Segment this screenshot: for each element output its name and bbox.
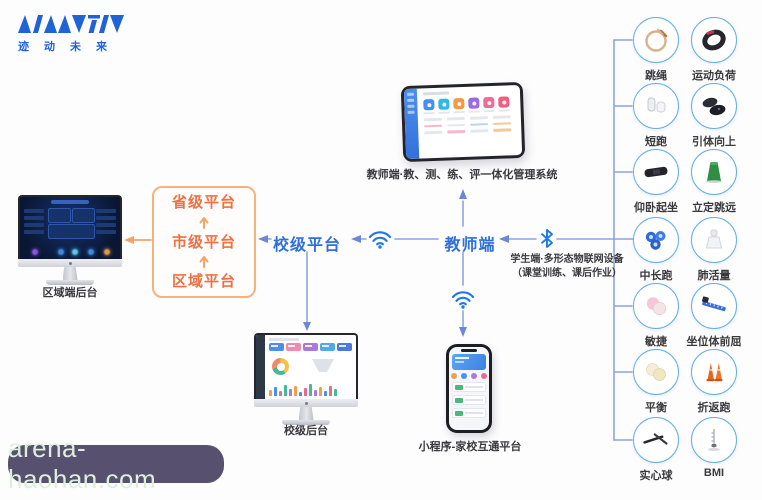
device-label: 折返跑 [697, 402, 731, 414]
device-label: 肺活量 [697, 270, 731, 282]
device-circle [691, 217, 737, 263]
balance-pod-icon [646, 363, 666, 381]
up-arrow-icon [199, 216, 209, 229]
phone-notch [461, 348, 477, 352]
device-circle [633, 283, 679, 329]
monitor-stand-base [282, 420, 330, 425]
device-label: 短跑 [645, 136, 667, 148]
school-platform-label: 校级平台 [272, 237, 341, 254]
device-label: 引体向上 [692, 136, 736, 148]
student-devices-caption-line1: 学生端·多形态物联网设备 [510, 254, 624, 265]
device-label: 立定跳远 [692, 202, 736, 214]
mini-program-icons [449, 373, 489, 379]
funnel-chart-widget [312, 359, 334, 372]
device-label: 跳绳 [645, 70, 667, 82]
city-platform-label: 市级平台 [171, 233, 236, 251]
apple-logo-dot [304, 401, 308, 405]
device-label: 运动负荷 [692, 70, 736, 82]
district-platform-label: 区域平台 [171, 273, 236, 290]
device-circle [633, 417, 679, 463]
regional-backend-monitor [18, 195, 122, 285]
device-label: 仰卧起坐 [634, 202, 678, 214]
device-circle [691, 417, 737, 463]
spirometer-icon [705, 229, 723, 249]
mini-program-caption: 小程序-家校互通平台 [418, 441, 522, 453]
blue-arrowheads [258, 189, 509, 337]
student-devices-caption-line2: （课堂训练、课后作业） [512, 268, 622, 279]
watermark-text: arena-haohan.com [8, 433, 157, 494]
list-item [452, 408, 486, 418]
device-label: 实心球 [639, 470, 673, 482]
school-backend-monitor [254, 333, 358, 425]
logo-brand-text: 迹动未来 [18, 41, 122, 53]
device-label: BMI [703, 467, 725, 479]
pie-chart-widget [272, 358, 289, 375]
device-circle [633, 149, 679, 195]
sit-up-band-icon [644, 166, 668, 178]
wifi-icon [451, 291, 475, 309]
mini-program-banner [452, 354, 486, 370]
device-label: 坐位体前屈 [686, 336, 742, 348]
monitor-stand-neck [298, 407, 314, 420]
shuttle-cone-icon [706, 363, 723, 382]
monitor-chin [18, 259, 122, 267]
school-dashboard-screen [254, 333, 358, 399]
bar-chart-widget [269, 383, 353, 396]
regional-backend-caption: 区域端后台 [42, 287, 98, 299]
device-circle [633, 349, 679, 395]
monitor-stand-neck [62, 267, 78, 280]
provincial-platform-label: 省级平台 [171, 194, 236, 211]
sprint-sensor-icon [647, 97, 666, 113]
mini-program-screen [449, 347, 489, 430]
jump-mat-icon [706, 162, 722, 183]
teacher-tablet [400, 81, 526, 163]
device-circle [633, 217, 679, 263]
watermark-badge: arena-haohan.com [8, 433, 224, 494]
monitor-stand-base [46, 280, 94, 285]
medicine-ball-stick-icon [643, 433, 668, 445]
tablet-app-icons [423, 96, 514, 111]
device-label: 敏捷 [645, 336, 667, 348]
device-circle [691, 17, 737, 63]
parent-phone [446, 344, 492, 433]
up-arrow-icon [199, 256, 209, 269]
device-circle [691, 149, 737, 195]
list-item [452, 382, 486, 392]
device-circle [633, 83, 679, 129]
device-label: 平衡 [645, 402, 667, 414]
device-circle [691, 349, 737, 395]
regional-dashboard-screen [18, 195, 122, 259]
sit-reach-ruler-icon [702, 296, 726, 312]
run-pod-icon [645, 231, 666, 250]
device-circle [633, 17, 679, 63]
agility-pod-icon [646, 297, 667, 316]
school-backend-caption: 校级后台 [284, 425, 328, 437]
teacher-system-caption: 教师端·教、测、练、评一体化管理系统 [366, 169, 558, 181]
teacher-node-label: 教师端 [444, 237, 496, 254]
apple-logo-dot [68, 261, 72, 265]
list-item [452, 395, 486, 405]
jump-rope-icon [645, 28, 668, 52]
device-label: 中长跑 [639, 270, 673, 282]
blue-lines [267, 39, 634, 441]
device-circle [691, 283, 737, 329]
exercise-load-band-icon [702, 29, 726, 51]
wifi-icon [368, 231, 392, 249]
height-gauge-icon [708, 429, 720, 452]
monitor-chin [254, 399, 358, 407]
pull-up-sensor-icon [702, 97, 726, 116]
platform-chain-box: 省级平台 市级平台 区域平台 [152, 186, 256, 298]
device-circle [691, 83, 737, 129]
bluetooth-icon [541, 229, 553, 248]
teacher-system-screen [403, 84, 523, 160]
orange-connector [124, 236, 152, 244]
jidong-future-logo [18, 15, 124, 33]
